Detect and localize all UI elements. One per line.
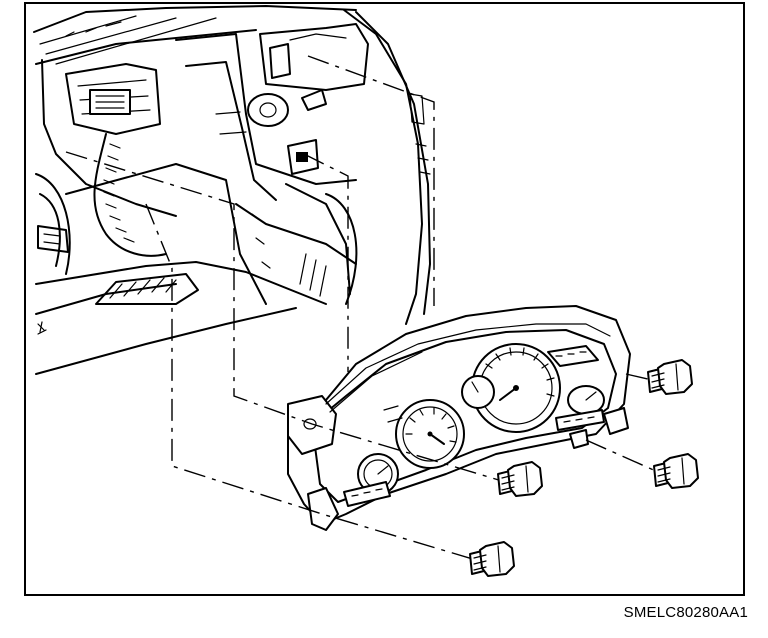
dashboard-structure	[33, 5, 431, 375]
installation-guide-lines	[65, 55, 659, 561]
diagram-frame	[24, 2, 745, 596]
figure-reference-code: SMELC80280AA1	[623, 604, 748, 621]
bolt-icon	[469, 359, 699, 577]
instrument-cluster	[287, 305, 631, 531]
cluster-removal-illustration	[33, 5, 699, 577]
